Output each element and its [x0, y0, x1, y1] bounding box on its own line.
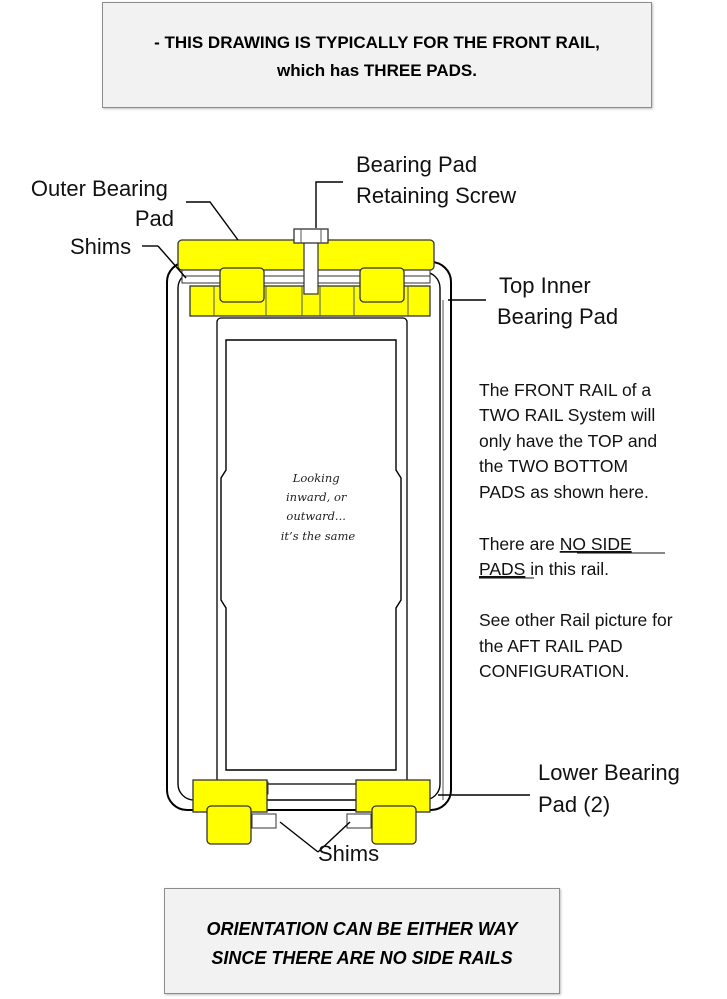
label-outer-bearing-pad: Outer Bearing Pad — [31, 176, 174, 231]
top-note-box: - THIS DRAWING IS TYPICALLY FOR THE FRON… — [102, 2, 652, 108]
bottom-note-line-2: SINCE THERE ARE NO SIDE RAILS — [211, 948, 513, 968]
label-shims-bottom: Shims — [318, 841, 379, 866]
leader-lines — [142, 181, 530, 853]
lower-pad-right — [346, 779, 431, 845]
top-note-line-1: - THIS DRAWING IS TYPICALLY FOR THE FRON… — [154, 33, 600, 52]
svg-text:See other Rail picture for: See other Rail picture for the AFT RAIL … — [479, 610, 677, 681]
label-shims-top: Shims — [70, 234, 131, 259]
top-pad-assembly — [177, 228, 435, 317]
label-top-inner-pad: Top Inner Bearing Pad — [497, 273, 618, 329]
label-retaining-screw: Bearing Pad Retaining Screw — [356, 152, 516, 208]
side-text: The FRONT RAIL of a TWO RAIL System will… — [479, 380, 677, 681]
rail-housing — [166, 261, 452, 811]
inner-cutout — [220, 339, 402, 771]
bottom-note-line-1: ORIENTATION CAN BE EITHER WAY — [206, 919, 518, 939]
top-note-line-2: which has THREE PADS. — [277, 61, 477, 80]
svg-text:PADS in this rail.: PADS in this rail. — [479, 559, 609, 579]
label-lower-pad: Lower Bearing Pad (2) — [538, 760, 686, 817]
retaining-screw-body — [303, 241, 319, 295]
svg-text:The FRONT RAIL of a TWO: The FRONT RAIL of a TWO RAIL System will… — [479, 380, 662, 502]
bottom-note-box: ORIENTATION CAN BE EITHER WAY SINCE THER… — [164, 888, 560, 994]
retaining-screw-head — [293, 228, 329, 244]
svg-text:There are NO SIDE: There are NO SIDE — [479, 534, 632, 554]
inner-note: Looking inward, or outward... it’s the s… — [281, 471, 356, 543]
lower-pad-left — [192, 779, 277, 845]
